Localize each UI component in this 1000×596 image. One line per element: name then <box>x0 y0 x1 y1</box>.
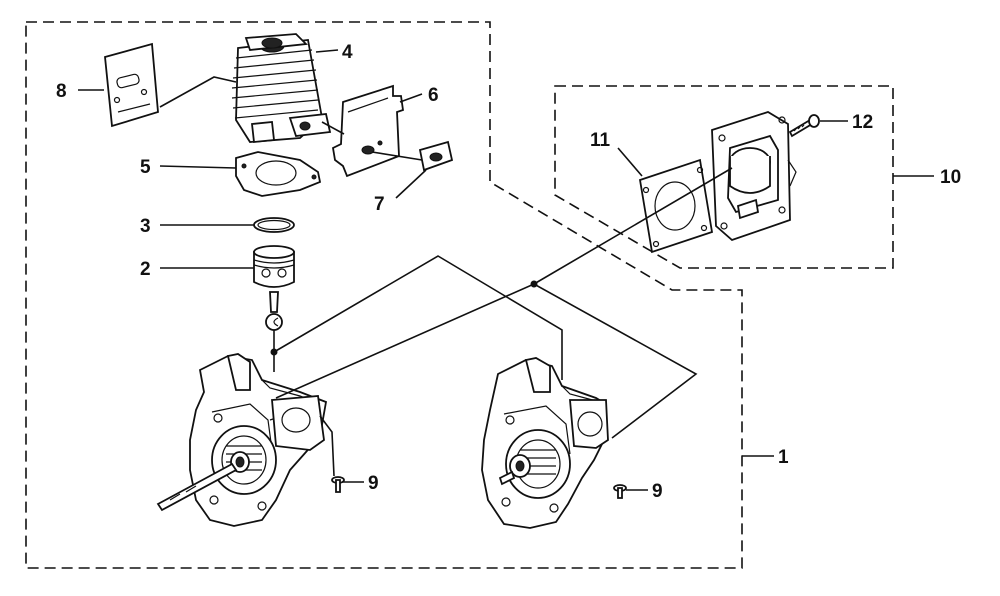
callout-10: 10 <box>940 167 961 188</box>
callout-3: 3 <box>140 216 151 237</box>
callout-5: 5 <box>140 157 151 178</box>
part-7-flange <box>418 140 454 172</box>
callout-1: 1 <box>778 447 789 468</box>
part-4-cylinder <box>231 33 332 143</box>
callout-9-left: 9 <box>368 473 379 494</box>
callout-8: 8 <box>56 81 67 102</box>
leader-lines <box>78 49 934 491</box>
part-6-gasket <box>332 84 404 178</box>
part-11-gasket <box>638 158 714 254</box>
part-9-screw-left <box>331 476 345 493</box>
part-5-gasket <box>235 151 322 197</box>
part-2-piston <box>253 245 295 331</box>
part-8-plate <box>104 42 159 128</box>
part-9-screw-right <box>613 484 627 499</box>
cover-assembly <box>711 111 797 242</box>
callout-4: 4 <box>342 42 353 63</box>
callout-2: 2 <box>140 259 151 280</box>
callout-12: 12 <box>852 112 873 133</box>
crankcase-right <box>481 357 609 529</box>
callout-7: 7 <box>374 194 385 215</box>
callout-9-right: 9 <box>652 481 663 502</box>
part-12-screw <box>788 114 820 138</box>
part-3-piston-ring <box>253 217 295 233</box>
group-10-boundary <box>554 85 894 269</box>
crankcase-left <box>156 353 328 527</box>
group-1-boundary <box>25 21 743 569</box>
assembly-lines <box>159 76 733 477</box>
callout-11: 11 <box>590 130 611 151</box>
callout-6: 6 <box>428 85 439 106</box>
